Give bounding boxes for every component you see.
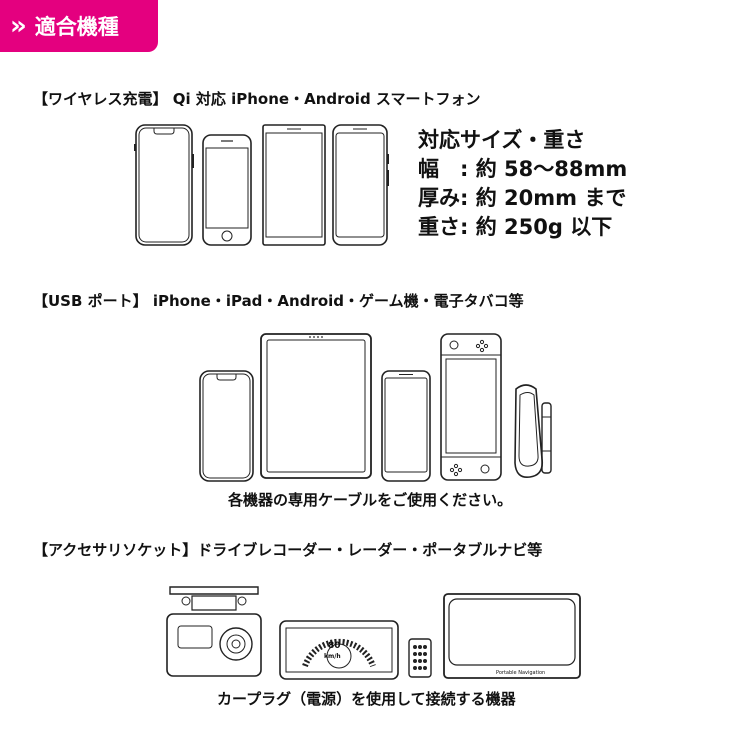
e-cigarette-illustration (508, 383, 558, 481)
phone-home-button-illustration (202, 134, 252, 246)
usb-heading: 【USB ポート】 iPhone・iPad・Android・ゲーム機・電子タバコ… (33, 292, 524, 310)
phone-notch-illustration (135, 124, 193, 246)
radar-detector-illustration (279, 620, 399, 680)
phone-notch-illustration (199, 370, 254, 482)
socket-note: カープラグ（電源）を使用して接続する機器 (217, 690, 516, 708)
dash-camera-illustration (166, 586, 262, 678)
game-console-illustration (440, 333, 502, 481)
portable-navigation-illustration (443, 593, 581, 679)
section-title: 適合機種 (34, 15, 119, 39)
android-phone-rounded-illustration (332, 124, 388, 246)
tablet-illustration (260, 333, 372, 479)
spec-title: 対応サイズ・重さ (418, 128, 586, 152)
wireless-heading: 【ワイヤレス充電】 Qi 対応 iPhone・Android スマートフォン (33, 90, 481, 108)
socket-heading: 【アクセサリソケット】ドライブレコーダー・レーダー・ポータブルナビ等 (33, 541, 543, 559)
double-chevron-icon: » (10, 11, 27, 41)
radar-speed-reading: 80 (328, 641, 341, 651)
spec-thickness: 厚み: 約 20mm まで (418, 186, 627, 210)
navigation-brand-label: Portable Navigation (496, 670, 546, 676)
wireless-spec-list: 対応サイズ・重さ 幅 : 約 58〜88mm 厚み: 約 20mm まで 重さ:… (418, 126, 627, 242)
usb-note: 各機器の専用ケーブルをご使用ください。 (228, 491, 513, 509)
section-badge: » 適合機種 (0, 0, 158, 52)
radar-speed-unit: km/h (324, 653, 341, 660)
spec-weight: 重さ: 約 250g 以下 (418, 215, 613, 239)
spec-width: 幅 : 約 58〜88mm (418, 157, 628, 181)
remote-control-illustration (408, 638, 432, 678)
android-phone-rounded-illustration (381, 370, 431, 482)
android-phone-illustration (262, 124, 326, 246)
